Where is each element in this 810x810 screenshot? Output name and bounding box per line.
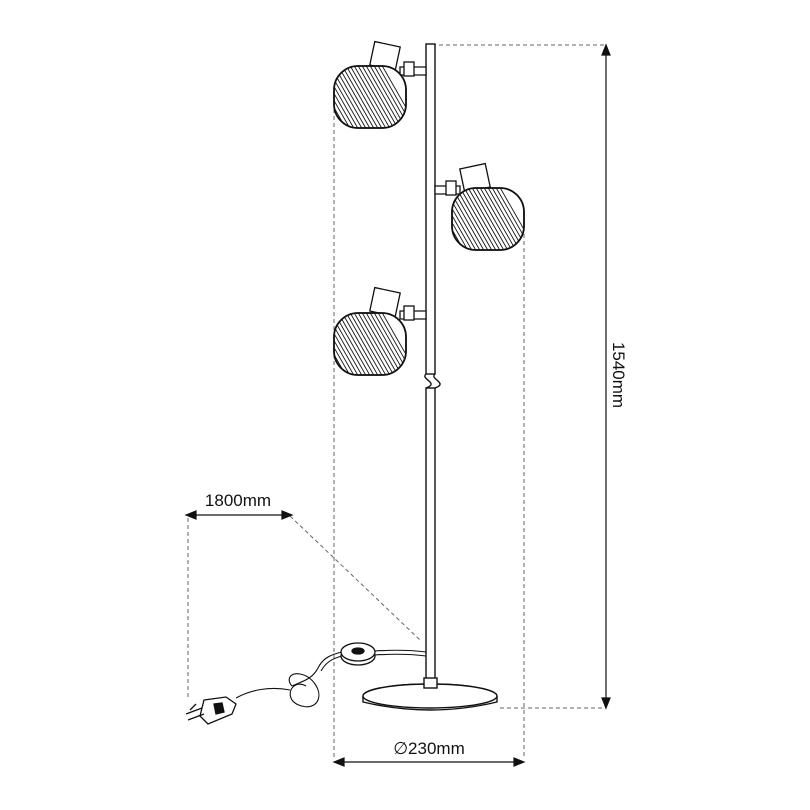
height-dimension-line xyxy=(601,43,611,710)
lamp-head-top xyxy=(333,40,427,129)
lamp-head-middle xyxy=(434,162,525,251)
power-cord xyxy=(235,649,427,708)
base-dimension-line xyxy=(332,757,526,767)
base-diameter-label: ∅230mm xyxy=(393,739,465,758)
lamp-head-bottom xyxy=(333,286,427,376)
cord-length-label: 1800mm xyxy=(205,491,271,510)
lamp-base xyxy=(362,677,498,711)
height-label: 1540mm xyxy=(609,342,628,408)
lamp-pole xyxy=(424,43,441,683)
plug xyxy=(185,696,237,725)
extension-lines xyxy=(187,44,606,758)
cord-dimension-line xyxy=(184,510,294,520)
foot-switch xyxy=(340,642,376,666)
